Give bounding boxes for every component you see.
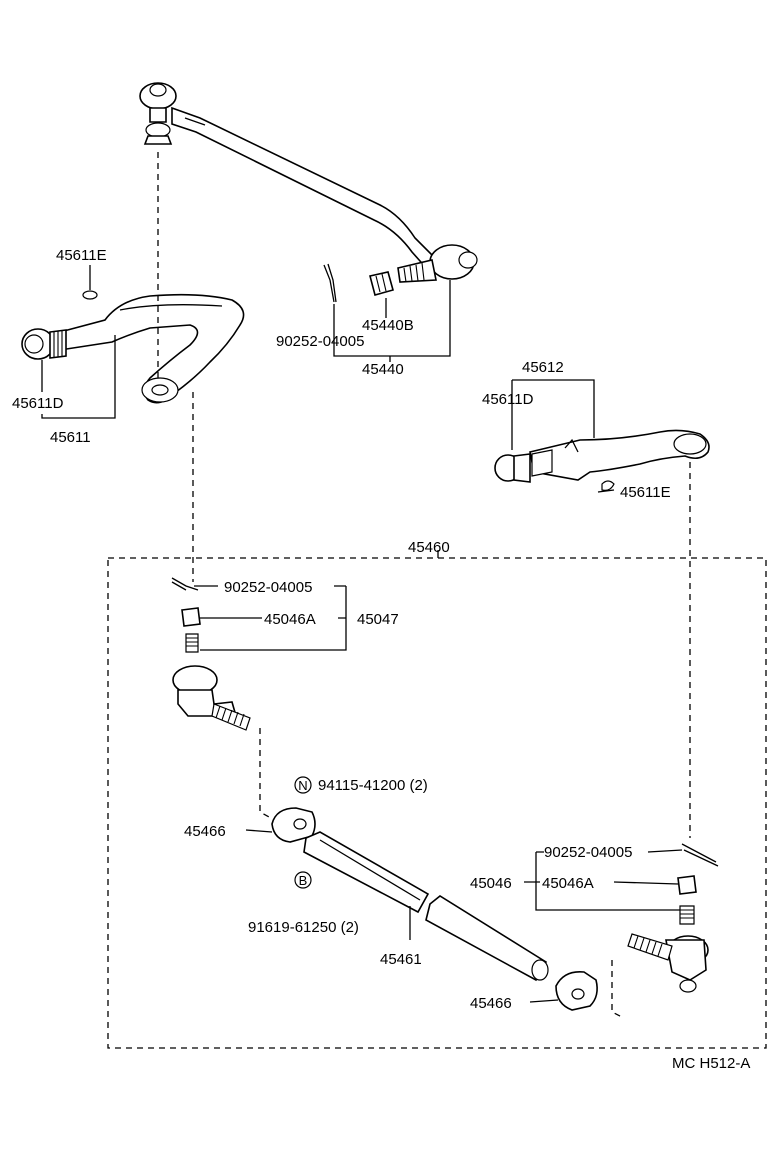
label-45460: 45460 bbox=[408, 539, 450, 556]
label-90252-bottom: 90252-04005 bbox=[544, 844, 632, 861]
label-45611: 45611 bbox=[50, 429, 91, 446]
badge-b: B bbox=[294, 871, 312, 889]
tie-rod-end-lower bbox=[627, 843, 719, 993]
arm-45612 bbox=[494, 429, 710, 491]
label-45611E-top: 45611E bbox=[56, 247, 107, 264]
tie-rod-end-upper bbox=[171, 577, 251, 731]
badge-b-letter: B bbox=[299, 873, 308, 888]
badge-n: N bbox=[294, 776, 312, 794]
label-45611D-right: 45611D bbox=[482, 391, 534, 408]
label-90252-mid: 90252-04005 bbox=[224, 579, 312, 596]
clamp-45466-upper bbox=[271, 807, 316, 843]
label-45611E-right: 45611E bbox=[620, 484, 671, 501]
label-45047: 45047 bbox=[357, 611, 399, 628]
label-90252-top: 90252-04005 bbox=[276, 333, 364, 350]
label-45440B: 45440B bbox=[362, 317, 414, 334]
clamp-45466-lower bbox=[555, 970, 598, 1011]
label-45461: 45461 bbox=[380, 951, 422, 968]
diagram-code: MC H512-A bbox=[672, 1055, 750, 1072]
label-45466-lower: 45466 bbox=[470, 995, 512, 1012]
leader-lines bbox=[41, 265, 683, 1003]
drag-link-45440 bbox=[139, 82, 478, 303]
label-45046A-bottom: 45046A bbox=[542, 875, 594, 892]
idler-arm-45611 bbox=[21, 290, 245, 404]
label-45046: 45046 bbox=[470, 875, 512, 892]
alignment-lines bbox=[157, 152, 691, 1019]
label-94115: 94115-41200 (2) bbox=[318, 777, 428, 794]
assembly-box-45460 bbox=[107, 557, 767, 1049]
label-45466-upper: 45466 bbox=[184, 823, 226, 840]
label-45046A-top: 45046A bbox=[264, 611, 316, 628]
badge-n-letter: N bbox=[298, 778, 307, 793]
tube-45461-right bbox=[425, 895, 549, 982]
label-45612: 45612 bbox=[522, 359, 564, 376]
label-45440: 45440 bbox=[362, 361, 404, 378]
label-45611D-left: 45611D bbox=[12, 395, 64, 412]
label-91619: 91619-61250 (2) bbox=[248, 919, 359, 936]
tube-45461-left bbox=[303, 831, 430, 914]
